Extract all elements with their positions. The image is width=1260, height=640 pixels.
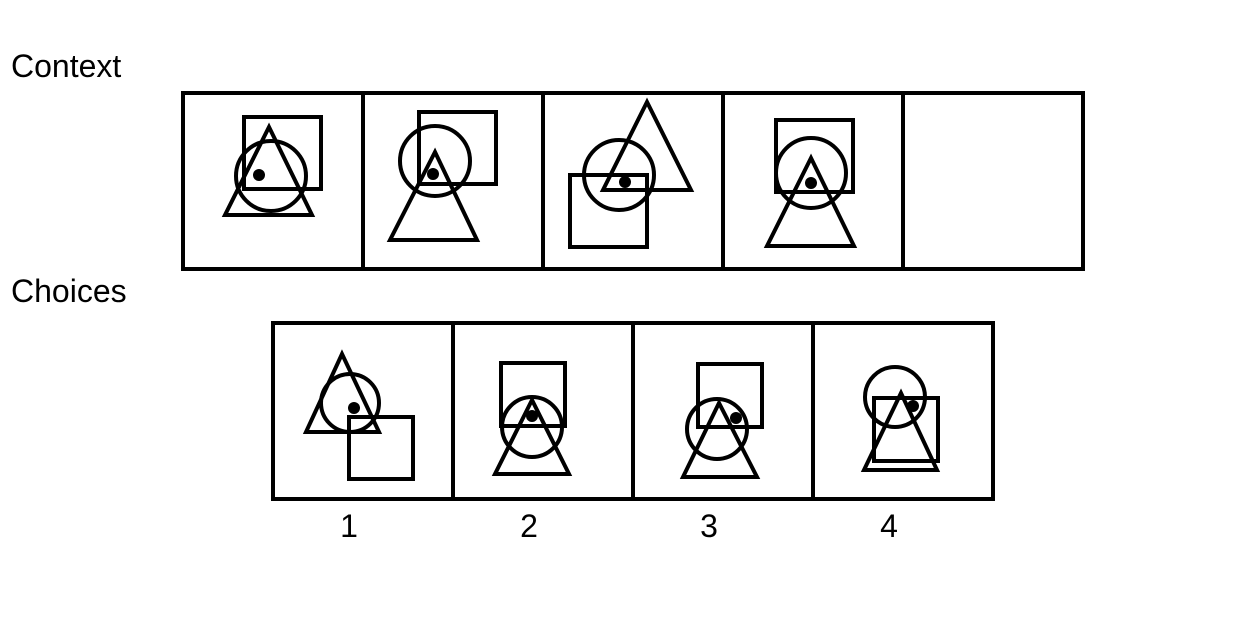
triangle-shape (679, 398, 761, 479)
context-label: Context (11, 48, 122, 84)
choice-number-4: 4 (880, 508, 898, 544)
square-shape (347, 415, 415, 481)
dot-mark (619, 176, 631, 188)
triangle-shape (763, 153, 858, 248)
dot-mark (805, 177, 817, 189)
dot-mark (907, 400, 919, 412)
choice-number-2: 2 (520, 508, 538, 544)
context-panel-2 (365, 95, 545, 267)
choice-panel-3[interactable] (635, 325, 815, 497)
choice-panel-1[interactable] (275, 325, 455, 497)
circle-shape (398, 124, 472, 198)
circle-shape (685, 397, 749, 461)
triangle-shape (221, 122, 316, 217)
triangle-shape (302, 349, 383, 434)
dot-mark (427, 168, 439, 180)
square-shape (774, 118, 855, 194)
dot-mark (253, 169, 265, 181)
triangle-shape (386, 147, 481, 242)
choices-row (271, 321, 995, 501)
square-shape (568, 173, 649, 249)
dot-mark (730, 412, 742, 424)
triangle-shape (491, 395, 573, 476)
context-row (181, 91, 1085, 271)
context-panel-blank[interactable] (905, 95, 1081, 267)
circle-shape (774, 136, 848, 210)
context-panel-4 (725, 95, 905, 267)
choice-number-1: 1 (340, 508, 358, 544)
context-panel-3 (545, 95, 725, 267)
square-shape (499, 361, 567, 428)
dot-mark (526, 410, 538, 422)
square-shape (696, 362, 764, 429)
dot-mark (348, 402, 360, 414)
circle-shape (234, 139, 308, 213)
context-panel-1 (185, 95, 365, 267)
triangle-shape (860, 388, 941, 472)
square-shape (872, 396, 940, 463)
choice-panel-4[interactable] (815, 325, 991, 497)
square-shape (417, 110, 498, 186)
choice-panel-2[interactable] (455, 325, 635, 497)
choice-number-3: 3 (700, 508, 718, 544)
choices-label: Choices (11, 273, 127, 309)
